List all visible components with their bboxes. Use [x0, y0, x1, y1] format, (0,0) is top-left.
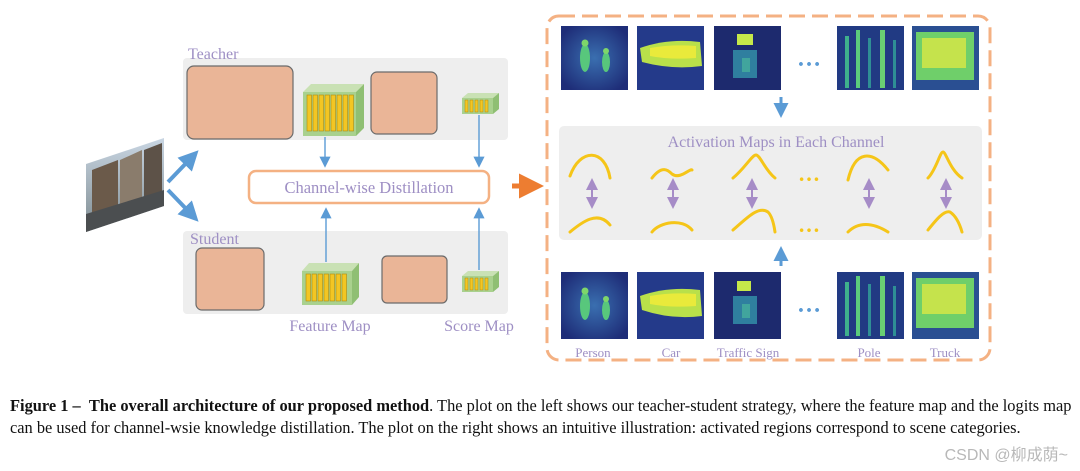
top-row-ellipsis: … — [797, 46, 821, 72]
teacher-label: Teacher — [188, 46, 239, 63]
bottom-activation-traffic-sign — [714, 272, 781, 339]
activation-panel-title: Activation Maps in Each Channel — [668, 134, 885, 151]
bottom-row-ellipsis: … — [797, 292, 821, 318]
bottom-activation-car — [637, 272, 704, 339]
curve-lower-4 — [846, 223, 890, 234]
upper-curves — [568, 150, 964, 182]
curve-upper-5 — [926, 150, 964, 180]
category-label-car: Car — [662, 345, 681, 360]
feature-map-label: Feature Map — [289, 318, 370, 335]
activation-panel — [559, 126, 982, 240]
input-to-student-arrow — [166, 188, 199, 222]
top-activation-traffic-sign — [714, 26, 781, 90]
channel-wise-distillation-label: Channel-wise Distillation — [284, 178, 453, 197]
category-labels: Person Car Traffic Sign Pole Truck — [575, 345, 960, 360]
student-head-block — [381, 255, 448, 304]
bottom-activation-truck — [912, 272, 979, 339]
category-label-truck: Truck — [930, 345, 961, 360]
curve-upper-4 — [846, 154, 890, 182]
lower-curves — [568, 208, 964, 234]
student-backbone-block — [195, 247, 265, 311]
bottom-activation-row: … — [561, 272, 979, 339]
curve-lower-5 — [926, 210, 964, 234]
curve-upper-1 — [568, 153, 612, 180]
teacher-feature-map — [303, 84, 364, 136]
curve-lower-1 — [568, 216, 612, 234]
curve-upper-3 — [731, 153, 777, 180]
bottom-activation-pole — [837, 272, 904, 339]
student-feature-map — [302, 263, 359, 305]
bottom-activation-person — [561, 272, 628, 339]
top-activation-car — [637, 26, 704, 90]
top-activation-person — [561, 26, 628, 90]
category-label-traffic-sign: Traffic Sign — [717, 345, 780, 360]
teacher-head-block — [370, 71, 438, 135]
input-to-teacher-arrow — [166, 150, 199, 184]
category-label-person: Person — [575, 345, 611, 360]
caption-title: The overall architecture of our proposed… — [88, 396, 430, 415]
figure-label: Figure 1 – — [10, 396, 81, 415]
category-label-pole: Pole — [857, 345, 880, 360]
channel-wise-distillation-box — [247, 169, 491, 205]
lower-curves-ellipsis: … — [798, 212, 820, 237]
curve-lower-3 — [731, 208, 777, 234]
teacher-score-map — [462, 93, 499, 114]
curve-upper-2 — [650, 168, 694, 180]
curve-lower-2 — [650, 221, 694, 234]
student-score-map — [462, 271, 499, 292]
upper-curves-ellipsis: … — [798, 161, 820, 186]
watermark: CSDN @柳成荫~ — [944, 447, 1068, 464]
top-activation-row: … — [561, 26, 979, 90]
teacher-backbone-block — [186, 65, 294, 140]
right-dashed-frame — [545, 14, 992, 362]
student-label: Student — [190, 231, 239, 248]
top-activation-truck — [912, 26, 979, 90]
score-map-label: Score Map — [444, 318, 514, 335]
channel-correspondence-arrows — [586, 178, 952, 209]
figure-caption: Figure 1 – The overall architecture of o… — [10, 395, 1072, 439]
top-activation-pole — [837, 26, 904, 90]
input-scene-image — [86, 138, 164, 232]
caption-text: . The plot on the left shows our teacher… — [10, 396, 1072, 437]
